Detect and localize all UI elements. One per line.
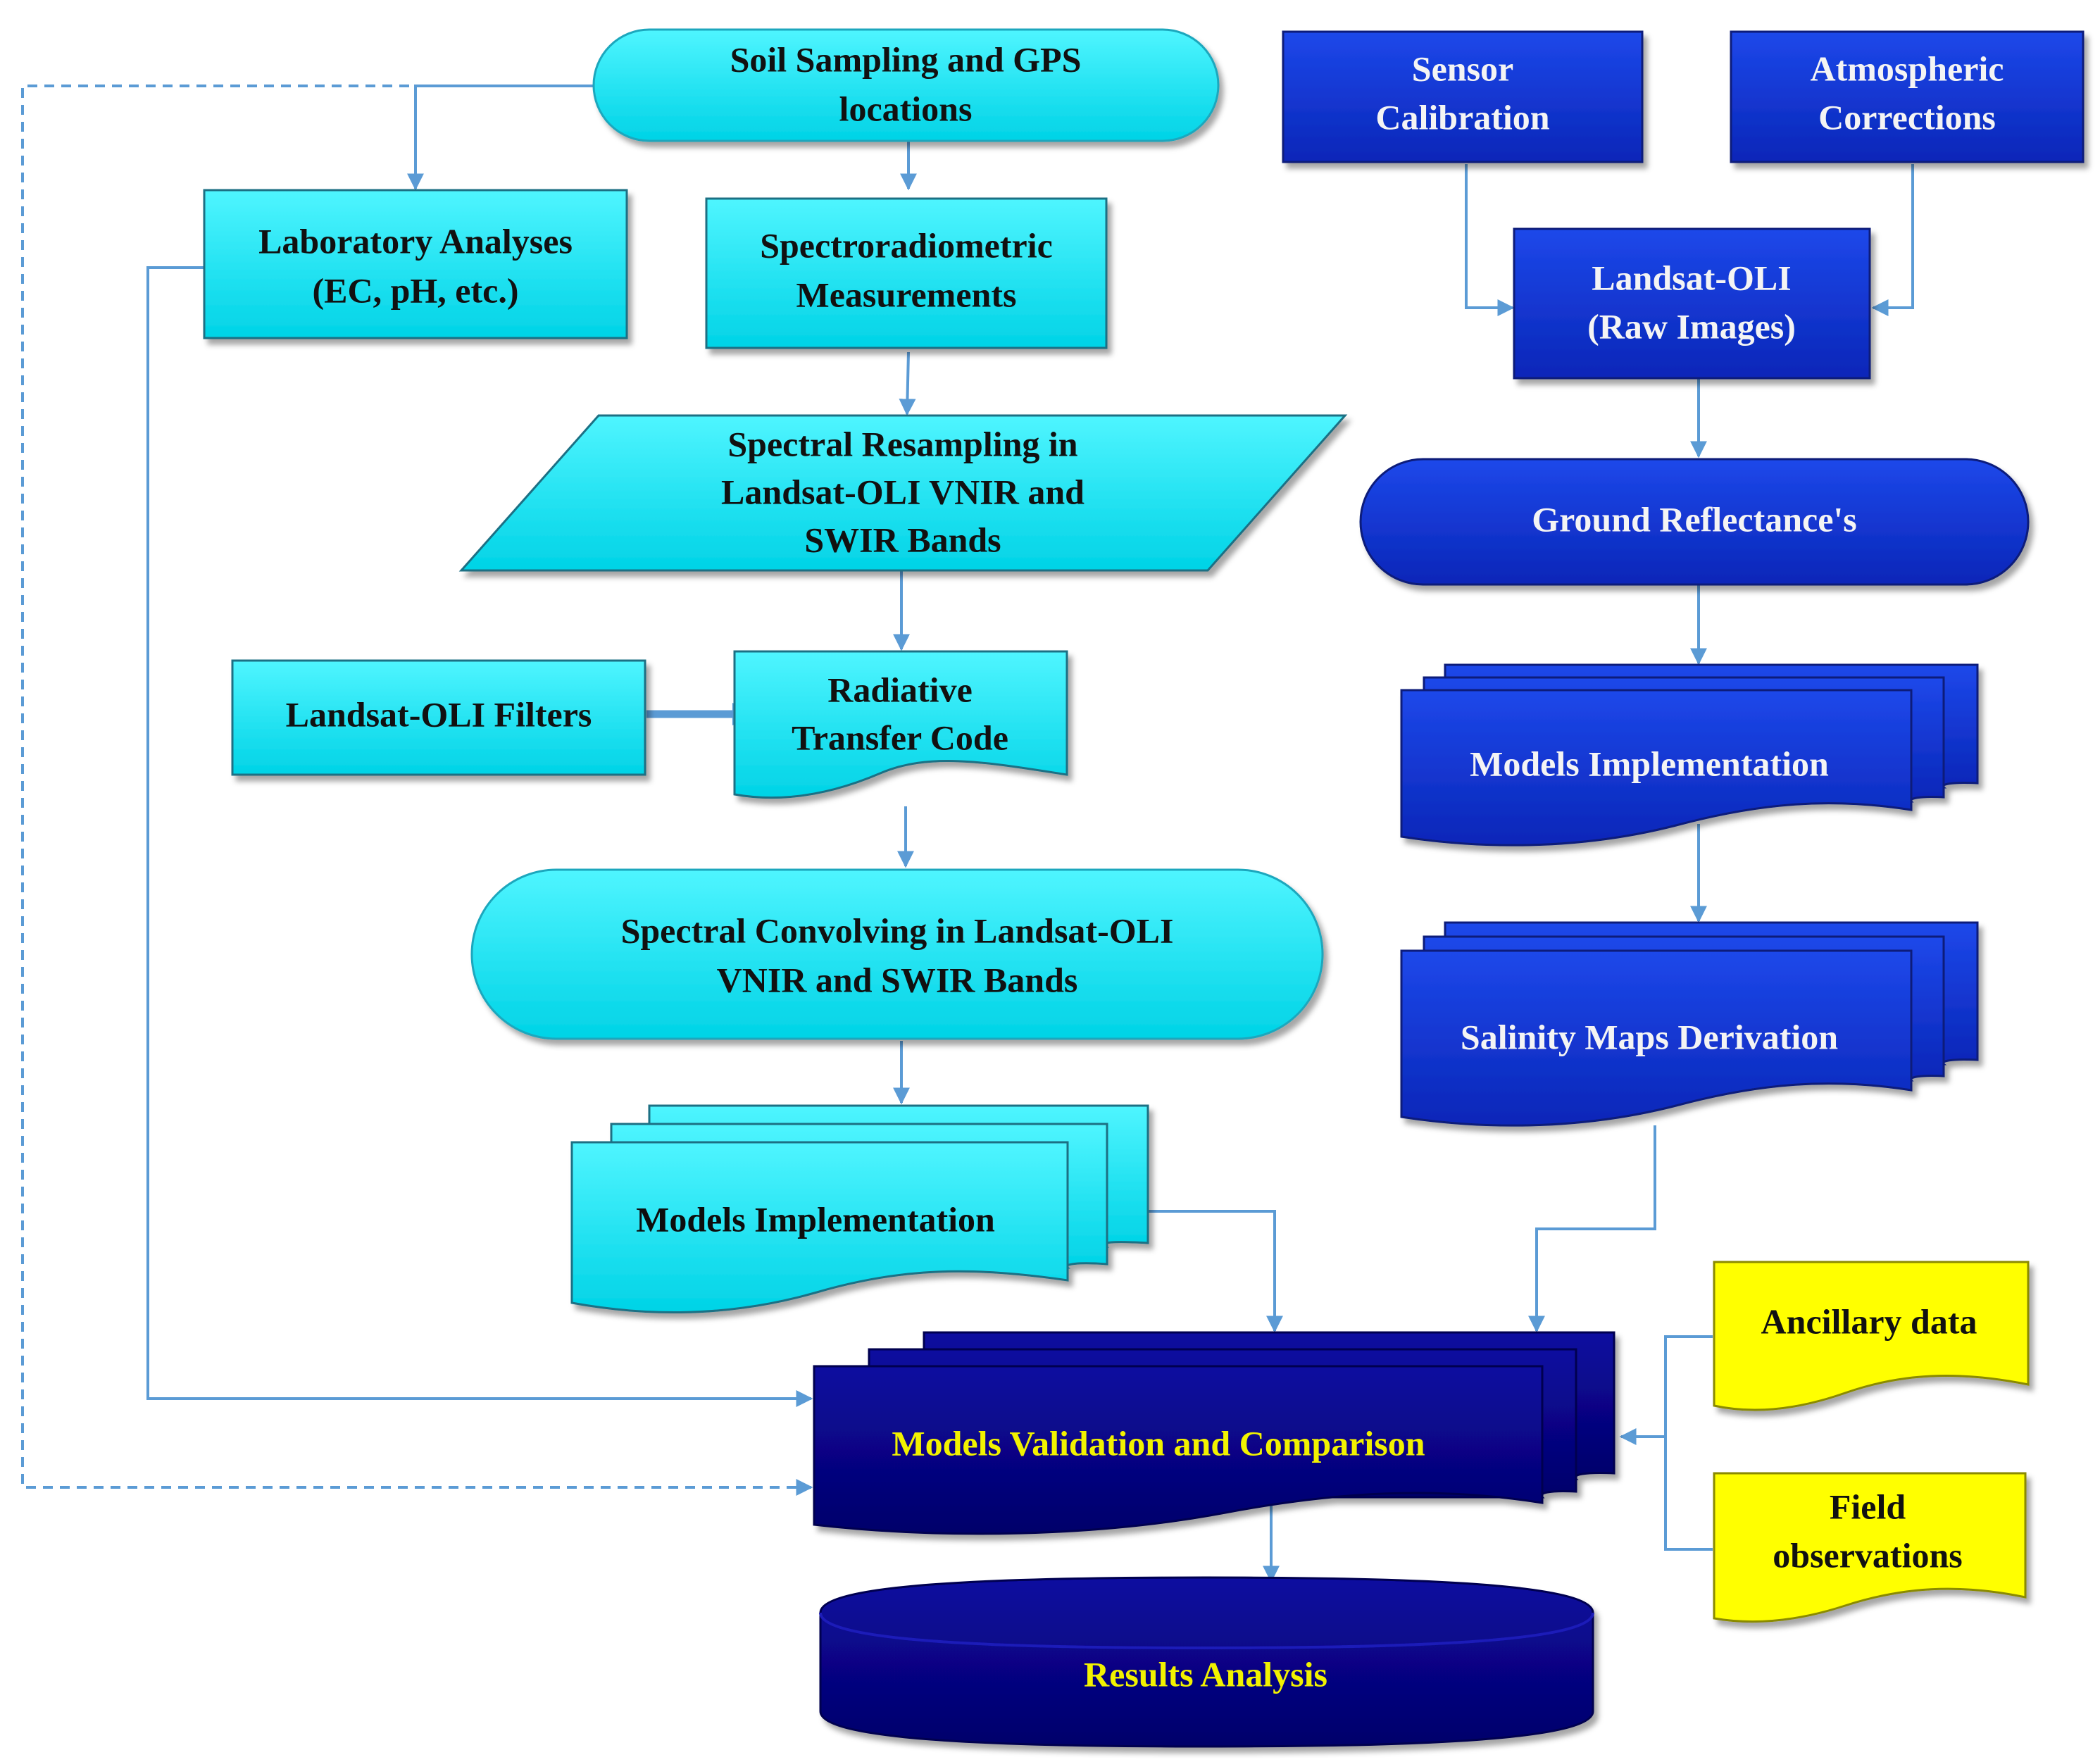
node-field-observations[interactable]: Field observations [1713, 1472, 2027, 1623]
spectral-convolving-line-2: VNIR and SWIR Bands [717, 960, 1078, 999]
arrow-lab-to-validation [146, 266, 813, 1407]
ground-reflectance-shape [1359, 458, 2030, 586]
models-validation-label: Models Validation and Comparison [892, 1423, 1425, 1463]
node-models-impl-left[interactable]: Models Implementation [570, 1104, 1149, 1314]
field-observations-line-1: Field [1830, 1487, 1906, 1526]
spectroradiometric-line-1: Spectroradiometric [760, 225, 1053, 265]
atmospheric-corrections-line-1: Atmospheric [1811, 49, 2004, 88]
node-spectral-convolving[interactable]: Spectral Convolving in Landsat-OLI VNIR … [470, 868, 1324, 1040]
field-observations-shape [1713, 1472, 2027, 1623]
radiative-transfer-shape [733, 650, 1068, 799]
node-sensor-calibration[interactable]: Sensor Calibration [1282, 30, 1644, 163]
node-landsat-raw[interactable]: Landsat-OLI (Raw Images) [1513, 227, 1871, 380]
node-spectroradiometric[interactable]: Spectroradiometric Measurements [705, 197, 1108, 349]
radiative-transfer-line-1: Radiative [827, 670, 973, 709]
sensor-calibration-shape [1282, 30, 1644, 163]
landsat-raw-shape [1513, 227, 1871, 380]
spectral-resampling-shape [458, 414, 1348, 572]
atmospheric-corrections-shape [1730, 30, 2085, 163]
lab-analyses-line-1: Laboratory Analyses [258, 221, 573, 261]
ancillary-data-shape [1713, 1261, 2030, 1411]
spectroradiometric-shape [705, 197, 1108, 349]
ancillary-data-label: Ancillary data [1761, 1301, 1977, 1341]
spectral-resampling-line-3: SWIR Bands [804, 520, 1001, 559]
salinity-maps-label: Salinity Maps Derivation [1461, 1017, 1838, 1056]
sensor-calibration-line-1: Sensor [1412, 49, 1513, 88]
bracket-ancillary-field [1664, 1335, 1713, 1551]
spectral-convolving-line-1: Spectral Convolving in Landsat-OLI [621, 911, 1174, 950]
landsat-raw-line-2: (Raw Images) [1587, 306, 1796, 346]
node-radiative-transfer[interactable]: Radiative Transfer Code [733, 650, 1068, 799]
node-spectral-resampling[interactable]: Spectral Resampling in Landsat-OLI VNIR … [458, 414, 1348, 572]
landsat-raw-line-1: Landsat-OLI [1592, 258, 1791, 297]
node-salinity-maps[interactable]: Salinity Maps Derivation [1400, 921, 1979, 1127]
node-ancillary-data[interactable]: Ancillary data [1713, 1261, 2030, 1411]
sensor-calibration-line-2: Calibration [1375, 97, 1549, 137]
arrow-salinity-to-validation [1528, 1125, 1656, 1333]
radiative-transfer-line-2: Transfer Code [792, 718, 1008, 757]
results-analysis-shape [819, 1576, 1594, 1748]
node-landsat-filters[interactable]: Landsat-OLI Filters [231, 659, 646, 776]
soil-sampling-line-2: locations [839, 89, 973, 128]
models-left-front-page [570, 1141, 1069, 1314]
results-analysis-rim [819, 1612, 1594, 1650]
node-ground-reflectance[interactable]: Ground Reflectance's [1359, 458, 2030, 586]
node-models-validation[interactable]: Models Validation and Comparison [813, 1331, 1615, 1535]
spectral-resampling-line-1: Spectral Resampling in [727, 424, 1077, 463]
arrow-models-left-to-validation [1148, 1210, 1283, 1333]
node-results-analysis[interactable]: Results Analysis [819, 1576, 1594, 1748]
field-observations-line-2: observations [1773, 1535, 1962, 1575]
lab-analyses-shape [203, 189, 628, 339]
results-analysis-label: Results Analysis [1084, 1654, 1327, 1694]
node-soil-sampling[interactable]: Soil Sampling and GPS locations [592, 28, 1220, 142]
arrow-sensor-to-raw [1465, 164, 1515, 316]
landsat-filters-label: Landsat-OLI Filters [286, 694, 592, 734]
arrow-spectro-to-resampling [899, 351, 916, 416]
arrow-soil-to-lab [407, 85, 595, 191]
soil-sampling-shape [592, 28, 1220, 142]
models-impl-right-label: Models Implementation [1470, 744, 1829, 783]
arrow-atmospheric-to-raw [1871, 164, 1914, 316]
connectors [21, 85, 1914, 1583]
atmospheric-corrections-line-2: Corrections [1818, 97, 1996, 137]
spectral-resampling-line-2: Landsat-OLI VNIR and [721, 472, 1085, 511]
dashed-arrow-soil-to-validation [21, 85, 813, 1496]
spectroradiometric-line-2: Measurements [796, 275, 1017, 314]
models-impl-left-label: Models Implementation [636, 1199, 995, 1239]
spectral-convolving-shape [470, 868, 1324, 1040]
models-right-front-page [1400, 689, 1913, 846]
lab-analyses-line-2: (EC, pH, etc.) [313, 270, 519, 310]
landsat-filters-shape [231, 659, 646, 776]
node-models-impl-right[interactable]: Models Implementation [1400, 663, 1979, 846]
validation-front-page [813, 1365, 1544, 1535]
node-lab-analyses[interactable]: Laboratory Analyses (EC, pH, etc.) [203, 189, 628, 339]
salinity-front-page [1400, 949, 1913, 1127]
ground-reflectance-label: Ground Reflectance's [1532, 499, 1857, 539]
node-atmospheric-corrections[interactable]: Atmospheric Corrections [1730, 30, 2085, 163]
soil-sampling-line-1: Soil Sampling and GPS [730, 39, 1082, 79]
